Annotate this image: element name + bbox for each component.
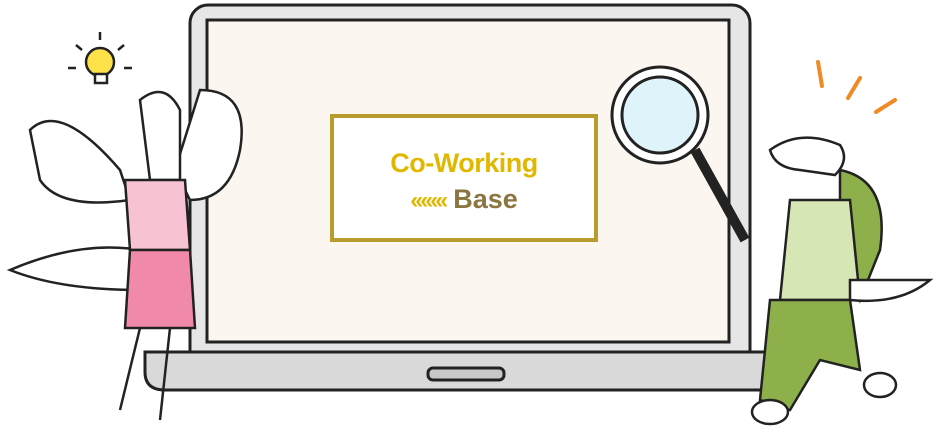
coworking-base-logo: Co-Working ‹‹‹‹‹‹‹Base (330, 114, 598, 242)
lizard-character (750, 136, 934, 426)
chevrons-left-icon: ‹‹‹‹‹‹‹ (410, 187, 448, 214)
bird-character (6, 88, 243, 421)
magnifier-icon (610, 65, 750, 243)
lightbulb-icon (68, 32, 132, 85)
logo-base-text: Base (453, 184, 518, 214)
logo-subtitle: ‹‹‹‹‹‹‹Base (334, 184, 594, 215)
logo-title: Co-Working (390, 148, 538, 178)
sparkle-lines (816, 60, 897, 114)
